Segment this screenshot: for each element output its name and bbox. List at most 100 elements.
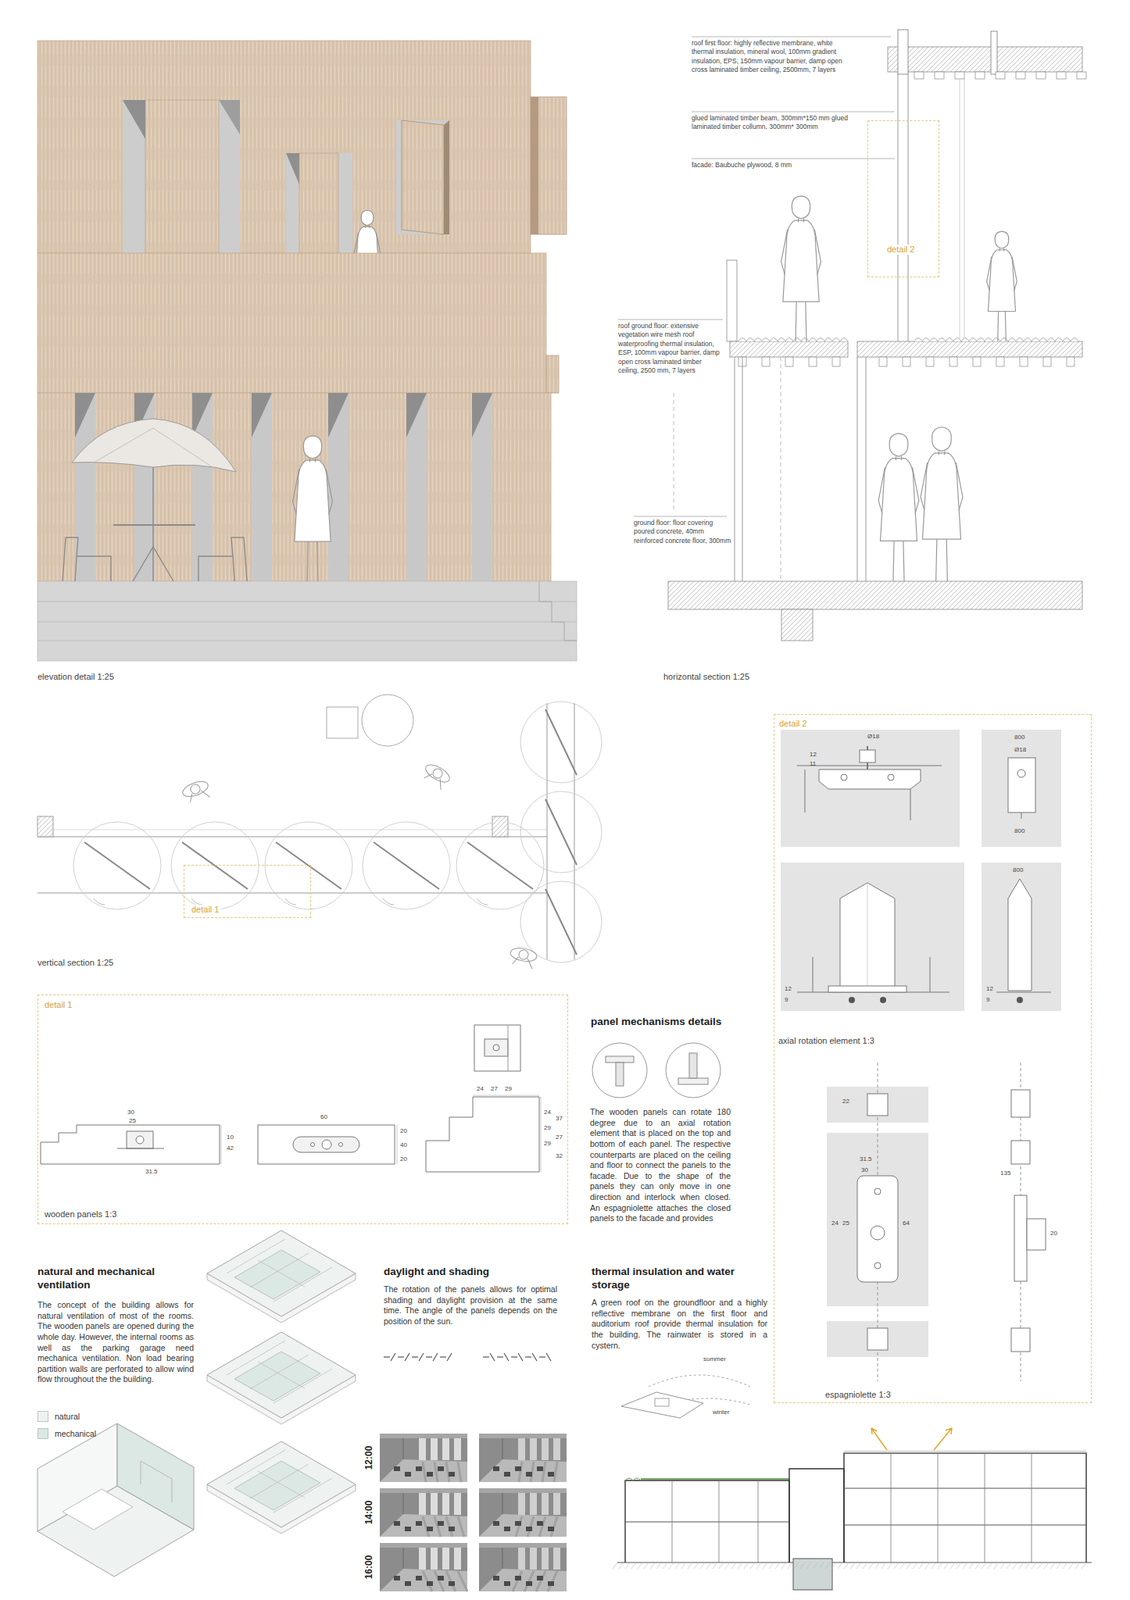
column-line (984, 1453, 986, 1563)
panel-edge (443, 120, 450, 235)
render-window (430, 1548, 438, 1570)
render-chair (525, 1581, 533, 1587)
render-floor (379, 1569, 468, 1592)
ground-hatch (806, 1562, 812, 1570)
layer-annotation: facade: Baubuche plywood, 8 mm (691, 160, 825, 170)
ground-hatch (818, 1562, 824, 1570)
detail-frame: detail 2axial rotation element 1:3espagn… (773, 714, 1092, 1404)
render-window (442, 1548, 450, 1570)
ground-hatch (893, 1562, 899, 1570)
rotation-circle (73, 822, 161, 910)
ground-hatch (1031, 1562, 1037, 1570)
slab-beam (832, 357, 841, 367)
render-chair (393, 1521, 401, 1527)
dimension-label: 24 (831, 1220, 839, 1227)
ground-hatch (700, 1562, 705, 1570)
wooden-panel-plan (182, 842, 248, 890)
ground-hatch (1025, 1562, 1030, 1570)
render-ceiling (379, 1543, 468, 1549)
ground-hatch (931, 1562, 937, 1570)
facade-line (37, 829, 548, 831)
ceiling-beam (1015, 71, 1026, 79)
panel-profile (257, 1125, 395, 1165)
ground-hatch (875, 1562, 880, 1570)
layer-annotation: roof first floor: highly reflective memb… (691, 39, 848, 76)
render-window (541, 1548, 549, 1570)
figure-head (994, 231, 1009, 249)
render-shadow (512, 1571, 523, 1592)
fitting-hole (887, 774, 894, 781)
render-shadow (434, 1571, 444, 1592)
render-shadow (446, 1571, 456, 1592)
figure-shoulders (422, 761, 452, 787)
panel-symbol (539, 1356, 546, 1358)
render-shadow (457, 1516, 465, 1538)
drawing-caption: wooden panels 1:3 (44, 1209, 117, 1220)
dimension-label: 800 (1014, 734, 1025, 741)
rotation-circle (264, 822, 353, 910)
render-chair (448, 1581, 455, 1587)
render-column (402, 1438, 405, 1460)
panel-symbol (532, 1353, 537, 1362)
drawing-caption: horizontal section 1:25 (663, 672, 750, 683)
render-chair (514, 1466, 522, 1472)
figure-arm (187, 788, 211, 805)
floor-line (625, 1522, 790, 1524)
slab-beam (761, 357, 770, 367)
ground-hatch (756, 1562, 762, 1570)
section-heading: panel mechanisms details (590, 1015, 722, 1030)
dimension-label: summer (703, 1356, 726, 1363)
render-shadow (536, 1571, 546, 1592)
render-chair (415, 1521, 422, 1527)
figure-body (294, 460, 331, 542)
facade-line (37, 893, 548, 894)
render-image (479, 1433, 567, 1483)
column-line (964, 78, 966, 342)
wall-stub (37, 816, 54, 837)
ground-hatch (837, 1562, 843, 1570)
detail-ground (780, 862, 965, 1012)
render-shadow (554, 1462, 558, 1483)
latch-keeper (867, 1328, 888, 1351)
dimension-label: 27 (490, 1086, 498, 1093)
detail-marker: detail 2 (867, 120, 940, 278)
espagnolette-body (484, 1039, 508, 1057)
panel-opening (472, 393, 493, 582)
render-chair (448, 1526, 455, 1532)
render-ceiling (479, 1488, 567, 1494)
chair (62, 537, 111, 582)
drawing-caption: vertical section 1:25 (37, 958, 114, 969)
wooden-panel-plan (275, 842, 342, 890)
render-shadow (518, 1462, 523, 1483)
slab-beam (949, 357, 958, 367)
render-shadow (457, 1571, 468, 1592)
ground-floor-outline (625, 1480, 790, 1563)
slab-beam (1019, 357, 1028, 367)
ground-hatch (718, 1562, 724, 1570)
render-image (479, 1543, 567, 1592)
ground-hatch (737, 1562, 743, 1570)
ground-hatch (994, 1562, 999, 1570)
render-chair (547, 1526, 555, 1532)
fitting-hole (321, 1140, 332, 1150)
figure-arm (511, 956, 534, 970)
panel-opening (406, 393, 427, 582)
dimension-line (396, 1125, 398, 1165)
partition-wall (257, 1471, 305, 1499)
render-chair (504, 1472, 511, 1477)
table-top (113, 524, 196, 526)
render-chair (504, 1581, 511, 1587)
ground-hatch (900, 1562, 905, 1570)
panel-opening (192, 393, 213, 582)
slab-beam (902, 357, 911, 367)
wall-stub (492, 816, 508, 837)
render-chair (426, 1526, 433, 1532)
leader-line (691, 36, 891, 38)
building-footprint (621, 1392, 704, 1419)
handle-side (1026, 1219, 1046, 1251)
facade-panel (726, 260, 737, 342)
step-edge (37, 622, 577, 623)
render-chair (426, 1581, 433, 1587)
render-window (442, 1438, 450, 1461)
ground-hatch (919, 1562, 924, 1570)
